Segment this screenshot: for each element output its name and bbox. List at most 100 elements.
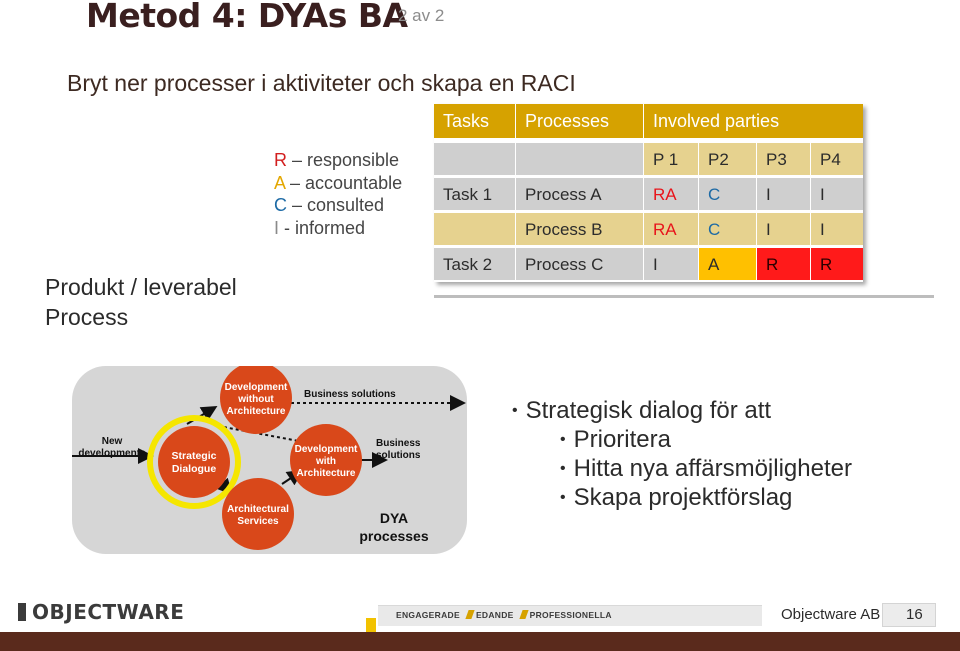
table-row: Process B RA C I I [434,211,863,245]
header-processes: Processes [516,104,644,138]
legend-text: - informed [279,217,366,238]
label-developments: developments [78,448,146,459]
table-cell-raci-responsible: R [811,246,863,280]
bullet-icon: • [560,489,566,506]
label-produkt: Produkt / leverabel [45,274,237,300]
table-cell-task: Task 2 [434,246,516,280]
party-p3: P3 [757,141,811,175]
node-label-dialogue: Dialogue [172,463,216,475]
label-business-solutions-top: Business solutions [304,389,396,400]
party-p4: P4 [811,141,863,175]
legend-letter: R [274,150,287,170]
label-new: New [102,436,123,447]
node-label-strategic: Strategic [172,450,217,462]
table-cell-raci-accountable: A [699,246,757,280]
legend-letter: C [274,195,287,215]
slogan-separator [465,610,475,619]
node-dev-without-architecture [220,366,292,434]
legend-letter: A [274,172,286,193]
node-label-architecture: Architecture [297,468,356,479]
header-tasks: Tasks [434,104,516,138]
side-labels: Produkt / leverabel Process [45,272,237,332]
table-row: Task 2 Process C I A R R [434,246,863,282]
slogan-word: ENGAGERADE [396,610,460,620]
table-cell-raci: RA [644,211,699,245]
table-cell [434,141,516,175]
bullet-icon: • [560,460,566,477]
list-item: • Skapa projektförslag [512,483,852,512]
node-label-architectural: Architectural [227,504,289,515]
table-cell-raci: C [699,176,757,210]
table-cell-raci: C [699,211,757,245]
label-solutions: solutions [376,450,421,461]
table-cell-raci: I [644,246,699,280]
table-row-parties: P 1 P2 P3 P4 [434,141,863,175]
table-row: Task 1 Process A RA C I I [434,176,863,210]
divider-line [434,295,934,298]
slide-number-box [882,603,936,627]
raci-legend: R – responsible A – accountable C – cons… [274,149,402,239]
node-label-development: Development [225,382,288,393]
company-name: Objectware AB [781,606,881,623]
table-header-row: Tasks Processes Involved parties [434,104,863,138]
table-cell-raci-responsible: R [757,246,811,280]
highlight-ring [147,415,241,509]
table-cell-task [434,211,516,245]
legend-item-accountable: A – accountable [274,172,402,195]
node-label-architecture: Architecture [227,406,286,417]
logo-mark-icon [18,603,26,621]
label-processes: processes [359,528,428,544]
list-item-text: Skapa projektförslag [573,484,793,511]
legend-letter: I [274,217,280,238]
legend-text: – responsible [287,150,400,170]
node-label-services: Services [237,516,279,527]
list-item: • Prioritera [512,425,852,454]
diagram-svg: Strategic Dialogue Development without A… [72,366,466,550]
objectware-logo: OBJECTWARE [18,600,184,624]
dya-process-diagram: Strategic Dialogue Development without A… [72,366,467,554]
page-indicator: 2 av 2 [398,6,445,25]
bullet-icon: • [512,402,518,419]
slide-number: 16 [906,606,923,623]
label-dya: DYA [380,510,408,526]
table-cell-process: Process B [516,211,644,245]
legend-item-responsible: R – responsible [274,149,402,172]
legend-text: – consulted [287,195,385,215]
header-involved-parties: Involved parties [644,104,863,138]
table-cell-raci: I [757,211,811,245]
node-strategic-dialogue [158,426,230,498]
dashed-link [217,425,305,443]
legend-text: – accountable [285,172,403,193]
node-label-development: Development [295,444,358,455]
slide-subtitle: Bryt ner processer i aktiviteter och ska… [67,70,576,96]
label-business: Business [376,438,421,449]
table-cell-raci: I [757,176,811,210]
party-p1: P 1 [644,141,699,175]
slogan-separator [519,610,529,619]
table-cell-raci: RA [644,176,699,210]
table-cell-process: Process A [516,176,644,210]
list-item-text: Strategisk dialog för att [525,397,772,424]
node-architectural-services [222,478,294,550]
list-item: • Strategisk dialog för att [512,396,852,425]
legend-item-informed: I - informed [274,217,402,240]
table-cell-raci: I [811,211,863,245]
slide-title: Metod 4: DYAs BA [86,0,408,35]
node-dev-with-architecture [290,424,362,496]
list-item-text: Hitta nya affärsmöjligheter [573,455,852,482]
party-p2: P2 [699,141,757,175]
logo-text: OBJECTWARE [32,600,185,624]
node-label-with: with [315,456,336,467]
table-cell-task: Task 1 [434,176,516,210]
slogan: ENGAGERADE EDANDE PROFESSIONELLA [396,610,616,620]
slogan-word: PROFESSIONELLA [529,610,612,620]
bullet-icon: • [560,431,566,448]
node-label-without: without [237,394,274,405]
table-cell-raci: I [811,176,863,210]
raci-table: Tasks Processes Involved parties P 1 P2 … [434,104,863,282]
list-item-text: Prioritera [573,426,671,453]
list-item: • Hitta nya affärsmöjligheter [512,454,852,483]
table-cell-process: Process C [516,246,644,280]
slogan-word: EDANDE [475,610,514,620]
footer-strip [0,632,960,651]
